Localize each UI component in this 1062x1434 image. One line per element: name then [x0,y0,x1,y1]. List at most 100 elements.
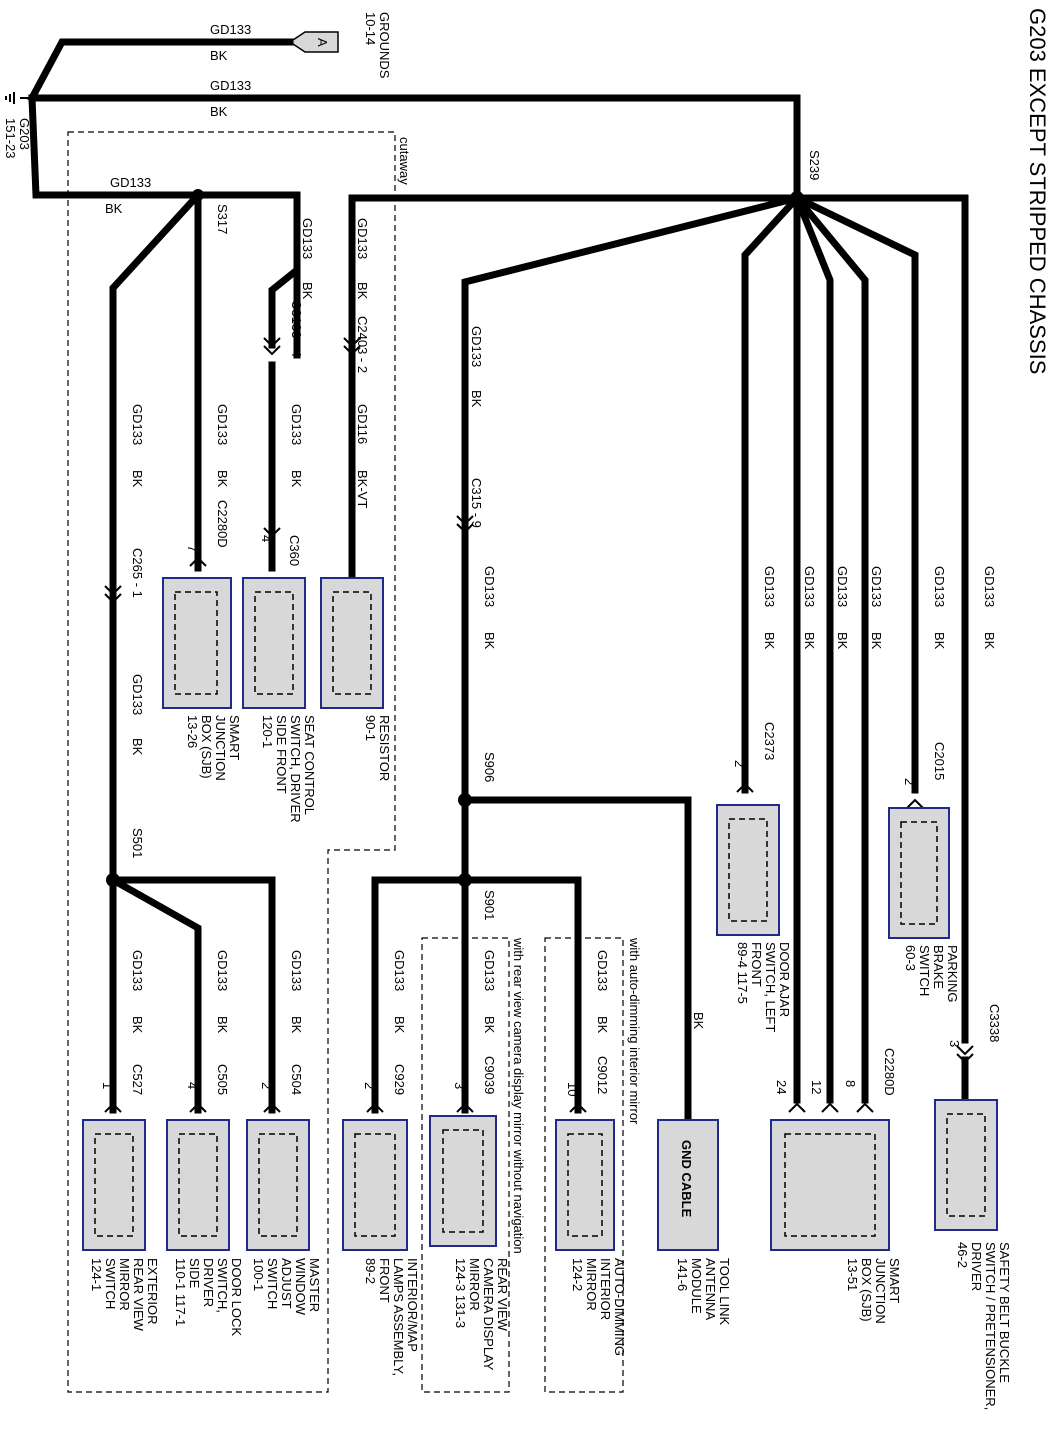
sjb2-pin-8-connector-icon [856,1102,874,1113]
auto-dim-option-label: with auto-dimming interior mirror [627,937,642,1125]
sjb2-8-wire-gd133: GD133 [869,566,884,607]
label-line: 60-3 [903,945,918,971]
c2373-connector-icon [736,782,754,793]
c2280d-b-label: C2280D [882,1048,897,1096]
label-line: SWITCH [265,1258,280,1309]
label-line: SMART [227,715,242,760]
label-auto-dim-mirror: AUTO-DIMMING INTERIOR MIRROR 124-2 [570,1258,627,1356]
seat-wire-bk-lower: BK [289,470,304,488]
c2403-connector-icon [343,337,361,356]
ground-name: G203 [17,118,32,150]
label-line: EXTERIOR [145,1258,160,1324]
splice-s906-label: S906 [482,752,497,782]
resistor-wire-bkvt: BK-VT [355,470,370,508]
label-line: FRONT [749,942,764,987]
rear-cam-wire-gd133: GD133 [482,950,497,991]
c504-connector-icon [263,1102,281,1113]
label-rear-camera-mirror: REAR VIEW CAMERA DISPLAY MIRROR 124-3 13… [453,1258,510,1371]
resistor-wire-gd116: GD116 [355,404,370,444]
wire-s317-to-seat [268,336,301,572]
auto-dim-option-box [544,937,624,1393]
grounds-ref-tag-letter: A [315,38,330,47]
label-line: 124-1 [89,1258,104,1291]
c315-label: C315 - 9 [469,478,484,528]
c9012-connector-icon [569,1102,587,1113]
label-line: MASTER [307,1258,322,1312]
label-line: FRONT [377,1258,392,1303]
label-line: BOX (SJB) [859,1258,874,1322]
component-sjb-13-51 [770,1119,890,1251]
label-line: 90-1 [363,715,378,741]
wire-s906-to-tool-link [461,796,692,1124]
diagram-title: G203 EXCEPT STRIPPED CHASSIS [1025,8,1050,374]
rear-camera-option-label: with rear view camera display mirror wit… [511,937,526,1254]
sjb1-wire-bk: BK [215,470,230,488]
sjb2-12-wire-gd133: GD133 [835,566,850,607]
label-line: BRAKE [931,945,946,989]
c929-connector-icon [366,1102,384,1113]
wire-label-top-gd133: GD133 [210,22,251,37]
seat-wire-gd133-upper: GD133 [300,218,315,259]
wire-label-main-bk: BK [210,104,228,119]
label-line: SWITCH [917,945,932,996]
label-line: RESISTOR [377,715,392,781]
sjb2-8-wire-bk: BK [869,632,884,650]
label-line: AUTO-DIMMING [612,1258,627,1356]
s906-wire-bk-lower: BK [482,632,497,650]
component-auto-dim-mirror [555,1119,615,1251]
c9039-label: C9039 [482,1056,497,1094]
label-line: 89-2 [363,1258,378,1284]
sjb2-24-wire-gd133: GD133 [802,566,817,607]
c2373-label: C2373 [762,722,777,760]
parking-wire-gd133: GD133 [932,566,947,607]
c2015-connector-icon [906,798,924,809]
safety-wire-gd133: GD133 [982,566,997,607]
c527-connector-icon [104,1102,122,1113]
s906-wire-gd133-lower: GD133 [482,566,497,607]
rear-cam-wire-bk: BK [482,1016,497,1034]
ground-ref: 151-23 [3,118,18,158]
s501-wire-bk-lower: BK [130,738,145,756]
c3338-label: C3338 [987,1004,1002,1042]
c360-label: C360 [287,535,302,566]
safety-wire-bk: BK [982,632,997,650]
c9012-label: C9012 [595,1056,610,1094]
ext-mirror-wire-bk: BK [130,1016,145,1034]
label-resistor: RESISTOR 90-1 [363,715,392,781]
window-wire-gd133: GD133 [289,950,304,991]
label-line: SEAT CONTROL [302,715,317,815]
component-door-lock-switch [166,1119,230,1251]
label-line: JUNCTION [213,715,228,781]
s501-wire-gd133-lower: GD133 [130,674,145,715]
grounds-ref-page: 10-14 [363,12,378,45]
label-line: 100-1 [251,1258,266,1291]
c2015-label: C2015 [932,742,947,780]
splice-s901-label: S901 [482,890,497,920]
cutaway-label: cutaway [397,137,412,185]
label-line: SWITCH, DRIVER [288,715,303,823]
sjb2-pin-24: 24 [774,1080,789,1094]
s906-wire-bk-upper: BK [469,390,484,408]
label-line: SIDE [187,1258,202,1289]
label-window-switch: MASTER WINDOW ADJUST SWITCH 100-1 [251,1258,322,1316]
label-line: 141-6 [675,1258,690,1291]
label-line: 110-1 117-1 [173,1258,188,1326]
safety-pin: 3 [947,1040,962,1047]
label-line: SWITCH, LEFT [763,942,778,1032]
door-ajar-wire-bk: BK [762,632,777,650]
label-line: 124-2 [570,1258,585,1291]
label-line: DOOR LOCK [229,1258,244,1336]
c504-label: C504 [289,1064,304,1095]
label-line: JUNCTION [873,1258,888,1324]
c2280d-a-connector-icon [189,556,207,567]
s501-wire-gd133-upper: GD133 [130,404,145,445]
component-resistor [320,577,384,709]
label-line: MIRROR [584,1258,599,1311]
grounds-ref-tag [288,31,339,53]
splice-s317-label: S317 [215,204,230,234]
component-parking-brake-switch [888,807,950,939]
seat-wire-gd133-lower: GD133 [289,404,304,445]
label-line: SWITCH, [215,1258,230,1313]
wire-label-top-bk: BK [210,48,228,63]
